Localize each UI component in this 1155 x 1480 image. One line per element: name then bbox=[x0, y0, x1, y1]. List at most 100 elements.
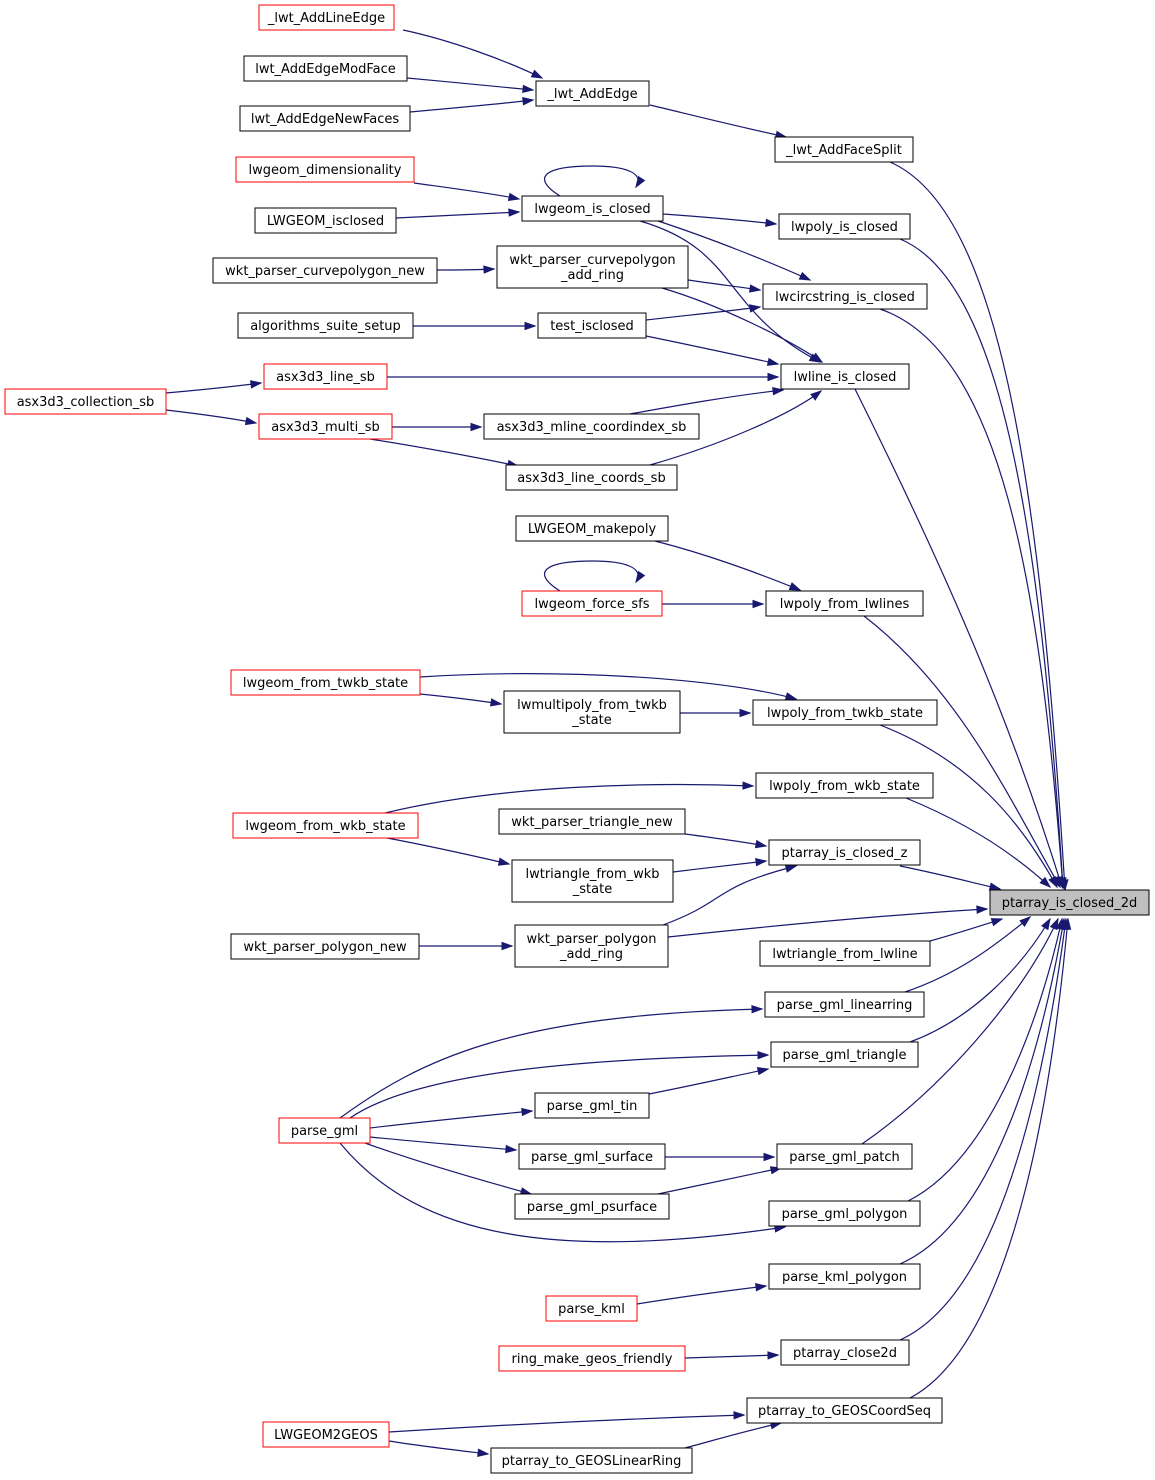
node-test_isclosed[interactable]: test_isclosed bbox=[537, 312, 647, 339]
node-box[interactable] bbox=[518, 1143, 666, 1170]
node-box[interactable] bbox=[521, 590, 663, 617]
node-box[interactable] bbox=[780, 363, 910, 390]
node-parse_kml[interactable]: parse_kml bbox=[545, 1295, 638, 1322]
node-ptarray_is_closed_2d[interactable]: ptarray_is_closed_2d bbox=[989, 889, 1150, 916]
node-box[interactable] bbox=[514, 924, 669, 968]
node-parse_gml_polygon[interactable]: parse_gml_polygon bbox=[768, 1200, 921, 1227]
node-parse_gml_psurface[interactable]: parse_gml_psurface bbox=[514, 1193, 670, 1220]
node-lwgeom_isclosed_pg[interactable]: LWGEOM_isclosed bbox=[254, 207, 397, 234]
node-box[interactable] bbox=[239, 105, 411, 132]
node-parse_gml_patch[interactable]: parse_gml_patch bbox=[776, 1143, 913, 1170]
node-wkt_parser_curvepolygon_new[interactable]: wkt_parser_curvepolygon_new bbox=[212, 257, 438, 284]
node-box[interactable] bbox=[278, 1117, 371, 1144]
node-parse_gml[interactable]: parse_gml bbox=[278, 1117, 371, 1144]
node-lwgeom_from_twkb_state[interactable]: lwgeom_from_twkb_state bbox=[230, 669, 421, 696]
node-lwpoly_from_wkb_state[interactable]: lwpoly_from_wkb_state bbox=[755, 772, 934, 799]
node-box[interactable] bbox=[765, 590, 924, 617]
node-lwgeom2geos[interactable]: LWGEOM2GEOS bbox=[262, 1421, 390, 1448]
node-ptarray_is_closed_z[interactable]: ptarray_is_closed_z bbox=[768, 839, 921, 866]
node-lwpoly_from_lwlines[interactable]: lwpoly_from_lwlines bbox=[765, 590, 924, 617]
node-box[interactable] bbox=[534, 1092, 650, 1119]
node-lwtriangle_from_lwline[interactable]: lwtriangle_from_lwline bbox=[759, 940, 931, 967]
node-parse_gml_linearring[interactable]: parse_gml_linearring bbox=[764, 991, 925, 1018]
node-box[interactable] bbox=[483, 413, 700, 440]
node-box[interactable] bbox=[764, 991, 925, 1018]
node-box[interactable] bbox=[514, 1193, 670, 1220]
node-box[interactable] bbox=[498, 1345, 686, 1372]
node-lwline_is_closed[interactable]: lwline_is_closed bbox=[780, 363, 910, 390]
node-box[interactable] bbox=[545, 1295, 638, 1322]
node-asx3d3_mline_coordindex_sb[interactable]: asx3d3_mline_coordindex_sb bbox=[483, 413, 700, 440]
node-box[interactable] bbox=[235, 156, 415, 183]
node-box[interactable] bbox=[768, 1263, 921, 1290]
node-parse_gml_surface[interactable]: parse_gml_surface bbox=[518, 1143, 666, 1170]
node-box[interactable] bbox=[521, 195, 664, 222]
node-box[interactable] bbox=[768, 1200, 921, 1227]
node-box[interactable] bbox=[535, 80, 650, 107]
node-box[interactable] bbox=[776, 1143, 913, 1170]
node-box[interactable] bbox=[759, 940, 931, 967]
node-box[interactable] bbox=[490, 1447, 693, 1474]
node-box[interactable] bbox=[254, 207, 397, 234]
node-box[interactable] bbox=[503, 690, 681, 734]
node-box[interactable] bbox=[4, 388, 167, 415]
node-box[interactable] bbox=[755, 772, 934, 799]
node-box[interactable] bbox=[212, 257, 438, 284]
node-box[interactable] bbox=[230, 933, 420, 960]
node-box[interactable] bbox=[263, 363, 388, 390]
node-box[interactable] bbox=[778, 213, 911, 240]
node-lwgeom_from_wkb_state[interactable]: lwgeom_from_wkb_state bbox=[232, 812, 419, 839]
node-lwgeom_is_closed[interactable]: lwgeom_is_closed bbox=[521, 195, 664, 222]
node-lwpoly_is_closed[interactable]: lwpoly_is_closed bbox=[778, 213, 911, 240]
node-ring_make_geos_friendly[interactable]: ring_make_geos_friendly bbox=[498, 1345, 686, 1372]
node-wkt_parser_curvepolygon_add_ring[interactable]: wkt_parser_curvepolygon_add_ring bbox=[496, 245, 689, 289]
node-ptarray_close2d[interactable]: ptarray_close2d bbox=[780, 1339, 910, 1366]
node-box[interactable] bbox=[496, 245, 689, 289]
node-lwgeom_makepoly[interactable]: LWGEOM_makepoly bbox=[515, 515, 669, 542]
node-asx3d3_collection_sb[interactable]: asx3d3_collection_sb bbox=[4, 388, 167, 415]
node-box[interactable] bbox=[752, 699, 938, 726]
node-box[interactable] bbox=[258, 4, 395, 31]
node-box[interactable] bbox=[780, 1339, 910, 1366]
node-asx3d3_line_coords_sb[interactable]: asx3d3_line_coords_sb bbox=[505, 464, 678, 491]
node-box[interactable] bbox=[774, 136, 914, 163]
node-lwmultipoly_from_twkb_state[interactable]: lwmultipoly_from_twkb_state bbox=[503, 690, 681, 734]
node-asx3d3_line_sb[interactable]: asx3d3_line_sb bbox=[263, 363, 388, 390]
node-ptarray_to_geoscoordseq[interactable]: ptarray_to_GEOSCoordSeq bbox=[746, 1397, 943, 1424]
node-box[interactable] bbox=[768, 839, 921, 866]
node-box[interactable] bbox=[230, 669, 421, 696]
node-box[interactable] bbox=[511, 859, 674, 903]
node-box[interactable] bbox=[498, 808, 686, 835]
node-box[interactable] bbox=[762, 283, 928, 310]
node-box[interactable] bbox=[237, 312, 414, 339]
node-lwt_addedge[interactable]: _lwt_AddEdge bbox=[535, 80, 650, 107]
node-box[interactable] bbox=[505, 464, 678, 491]
node-lwgeom_force_sfs[interactable]: lwgeom_force_sfs bbox=[521, 590, 663, 617]
node-lwt_addfacesplit[interactable]: _lwt_AddFaceSplit bbox=[774, 136, 914, 163]
node-lwtriangle_from_wkb_state[interactable]: lwtriangle_from_wkb_state bbox=[511, 859, 674, 903]
node-box[interactable] bbox=[262, 1421, 390, 1448]
node-lwt_addlineedge[interactable]: _lwt_AddLineEdge bbox=[258, 4, 395, 31]
node-box[interactable] bbox=[770, 1041, 919, 1068]
node-box[interactable] bbox=[232, 812, 419, 839]
node-box[interactable] bbox=[989, 889, 1150, 916]
node-box[interactable] bbox=[258, 413, 393, 440]
node-ptarray_to_geoslinearring[interactable]: ptarray_to_GEOSLinearRing bbox=[490, 1447, 693, 1474]
node-lwpoly_from_twkb_state[interactable]: lwpoly_from_twkb_state bbox=[752, 699, 938, 726]
node-algorithms_suite_setup[interactable]: algorithms_suite_setup bbox=[237, 312, 414, 339]
node-parse_gml_tin[interactable]: parse_gml_tin bbox=[534, 1092, 650, 1119]
node-lwt_addedgenewfaces[interactable]: lwt_AddEdgeNewFaces bbox=[239, 105, 411, 132]
node-lwgeom_dimensionality[interactable]: lwgeom_dimensionality bbox=[235, 156, 415, 183]
node-box[interactable] bbox=[243, 55, 408, 82]
node-wkt_parser_polygon_add_ring[interactable]: wkt_parser_polygon_add_ring bbox=[514, 924, 669, 968]
node-wkt_parser_triangle_new[interactable]: wkt_parser_triangle_new bbox=[498, 808, 686, 835]
node-lwcircstring_is_closed[interactable]: lwcircstring_is_closed bbox=[762, 283, 928, 310]
node-parse_gml_triangle[interactable]: parse_gml_triangle bbox=[770, 1041, 919, 1068]
node-box[interactable] bbox=[537, 312, 647, 339]
node-wkt_parser_polygon_new[interactable]: wkt_parser_polygon_new bbox=[230, 933, 420, 960]
node-box[interactable] bbox=[746, 1397, 943, 1424]
node-lwt_addedgemodface[interactable]: lwt_AddEdgeModFace bbox=[243, 55, 408, 82]
node-box[interactable] bbox=[515, 515, 669, 542]
node-asx3d3_multi_sb[interactable]: asx3d3_multi_sb bbox=[258, 413, 393, 440]
node-parse_kml_polygon[interactable]: parse_kml_polygon bbox=[768, 1263, 921, 1290]
